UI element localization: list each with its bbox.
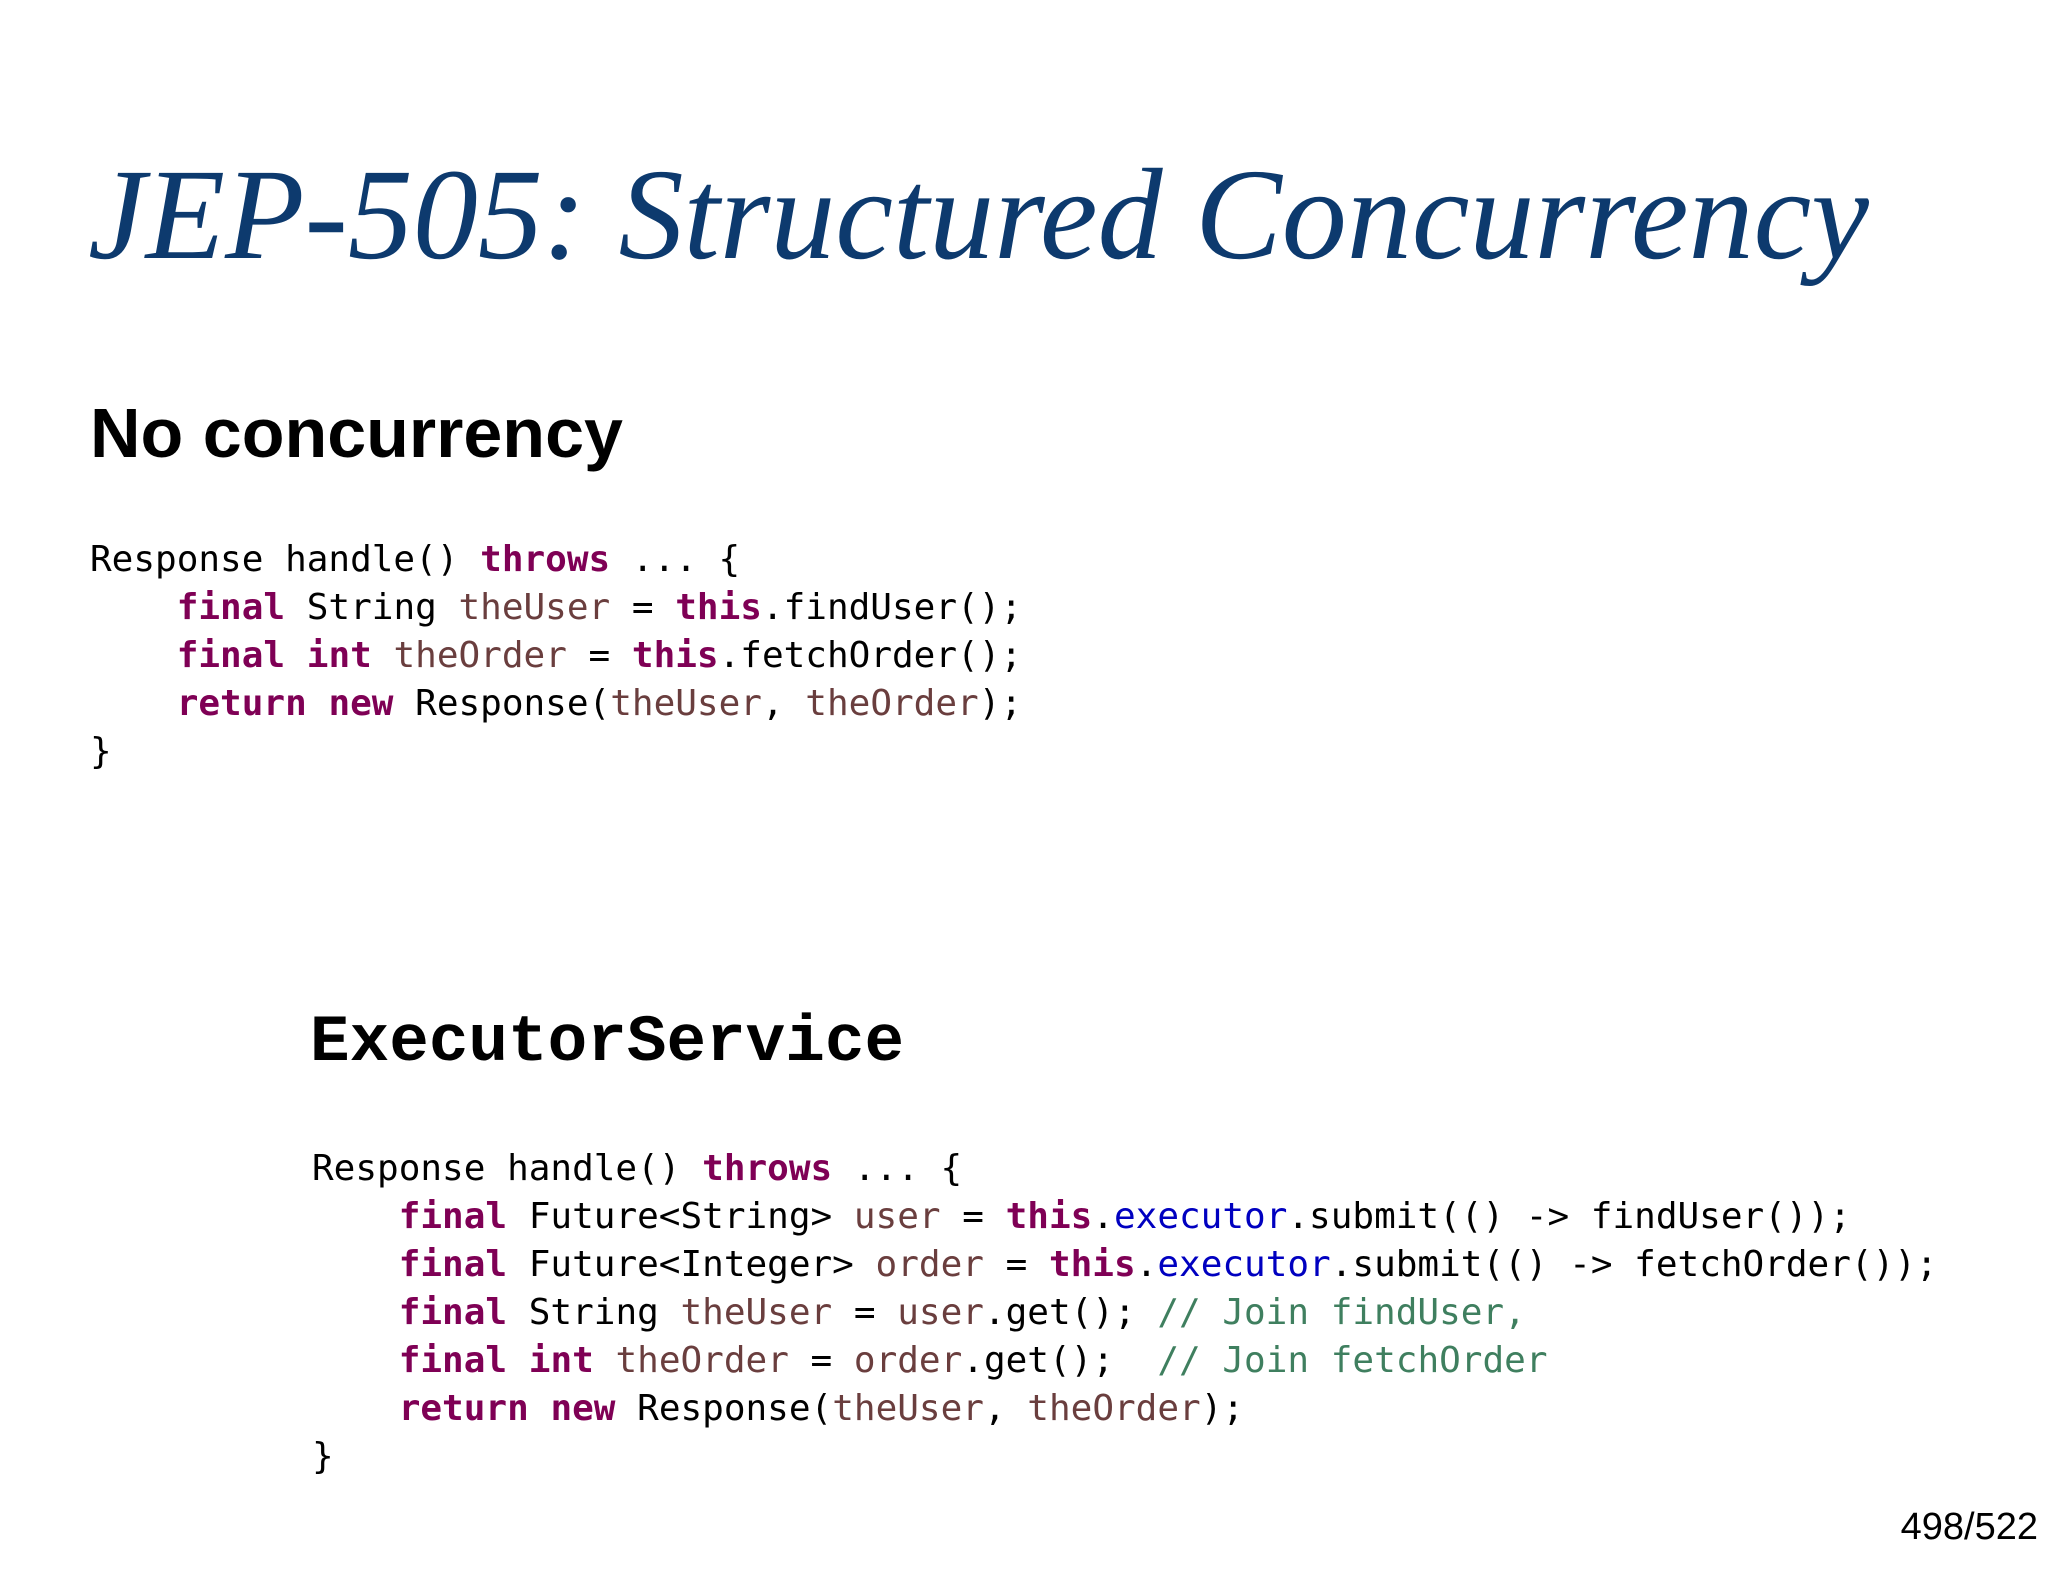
code-token-plain: String	[285, 587, 459, 628]
code-token-keyword: return	[398, 1388, 529, 1429]
code-token-keyword: int	[306, 635, 372, 676]
code-token-keyword: this	[1005, 1196, 1093, 1237]
code-token-variable: order	[875, 1244, 984, 1285]
code-line: Response handle() throws ... {	[312, 1145, 1938, 1193]
code-token-plain: Response(	[393, 683, 611, 724]
code-token-plain	[529, 1388, 551, 1429]
code-token-plain: );	[1200, 1388, 1245, 1429]
code-token-plain	[90, 635, 177, 676]
code-token-plain: .	[1092, 1196, 1114, 1237]
code-token-plain: .get();	[983, 1292, 1158, 1333]
code-token-keyword: return	[176, 683, 307, 724]
code-line: return new Response(theUser, theOrder);	[312, 1385, 1938, 1433]
code-token-plain: Response handle()	[312, 1148, 703, 1189]
code-line: final int theOrder = order.get(); // Joi…	[312, 1337, 1938, 1385]
slide-title: JEP-505: Structured Concurrency	[88, 143, 1869, 287]
code-line: }	[312, 1433, 1938, 1481]
code-token-plain: Response(	[615, 1388, 833, 1429]
page-number: 498/522	[1900, 1506, 2038, 1548]
code-token-plain: =	[788, 1340, 854, 1381]
code-line: final Future<String> user = this.executo…	[312, 1193, 1938, 1241]
code-token-variable: theOrder	[615, 1340, 789, 1381]
code-token-plain: ,	[761, 683, 806, 724]
code-token-plain: Future<Integer>	[507, 1244, 876, 1285]
code-token-keyword: new	[550, 1388, 616, 1429]
code-token-keyword: throws	[480, 539, 611, 580]
code-token-plain: String	[507, 1292, 681, 1333]
code-token-plain: .	[1135, 1244, 1158, 1285]
code-token-keyword: final	[398, 1244, 508, 1285]
code-token-field: executor	[1157, 1244, 1331, 1285]
code-token-plain: ,	[983, 1388, 1028, 1429]
code-token-plain	[307, 683, 329, 724]
code-token-variable: theUser	[680, 1292, 833, 1333]
code-token-plain	[312, 1292, 399, 1333]
section-heading-executor-service: ExecutorService	[310, 1005, 905, 1080]
code-token-comment: // Join fetchOrder	[1157, 1340, 1548, 1381]
code-token-variable: theOrder	[393, 635, 567, 676]
code-token-field: executor	[1113, 1196, 1288, 1237]
code-token-plain: =	[983, 1244, 1049, 1285]
code-token-keyword: final	[398, 1292, 508, 1333]
code-token-keyword: final	[398, 1196, 508, 1237]
code-token-plain: }	[90, 731, 112, 772]
code-line: final String theUser = user.get(); // Jo…	[312, 1289, 1938, 1337]
code-token-plain	[90, 683, 177, 724]
code-token-variable: user	[897, 1292, 984, 1333]
code-block-executor-service: Response handle() throws ... { final Fut…	[312, 1145, 1938, 1481]
code-token-plain	[285, 635, 307, 676]
code-token-plain: .fetchOrder();	[718, 635, 1023, 676]
code-token-plain: .submit(() -> fetchOrder());	[1330, 1244, 1938, 1285]
code-token-plain: );	[978, 683, 1023, 724]
code-token-variable: user	[853, 1196, 941, 1237]
code-token-keyword: int	[528, 1340, 594, 1381]
code-token-variable: theOrder	[1027, 1388, 1201, 1429]
code-token-plain: Response handle()	[90, 539, 481, 580]
code-token-plain: .findUser();	[761, 587, 1023, 628]
code-token-plain: ... {	[832, 1148, 963, 1189]
code-token-variable: theOrder	[805, 683, 979, 724]
code-token-keyword: final	[176, 635, 286, 676]
code-token-variable: order	[853, 1340, 963, 1381]
code-block-no-concurrency: Response handle() throws ... { final Str…	[90, 536, 1022, 776]
code-token-plain	[507, 1340, 529, 1381]
code-token-plain	[312, 1196, 399, 1237]
code-token-comment: // Join findUser,	[1157, 1292, 1526, 1333]
code-token-variable: theUser	[458, 587, 611, 628]
code-token-keyword: throws	[702, 1148, 833, 1189]
code-token-plain: .submit(() -> findUser());	[1287, 1196, 1851, 1237]
code-token-plain: Future<String>	[507, 1196, 854, 1237]
code-token-keyword: this	[631, 635, 719, 676]
code-line: Response handle() throws ... {	[90, 536, 1022, 584]
code-line: final String theUser = this.findUser();	[90, 584, 1022, 632]
code-token-keyword: this	[1048, 1244, 1136, 1285]
code-token-plain	[312, 1388, 399, 1429]
code-line: }	[90, 728, 1022, 776]
code-token-variable: theUser	[832, 1388, 984, 1429]
code-token-plain: =	[610, 587, 676, 628]
code-token-plain	[90, 587, 177, 628]
code-line: final int theOrder = this.fetchOrder();	[90, 632, 1022, 680]
code-token-keyword: this	[675, 587, 762, 628]
code-token-keyword: final	[176, 587, 286, 628]
code-token-plain: =	[940, 1196, 1006, 1237]
code-token-plain: }	[312, 1436, 334, 1477]
code-token-plain	[594, 1340, 616, 1381]
code-token-plain: .get();	[962, 1340, 1158, 1381]
code-token-plain	[372, 635, 394, 676]
code-token-keyword: new	[328, 683, 394, 724]
code-token-plain	[312, 1340, 399, 1381]
code-token-plain: ... {	[610, 539, 741, 580]
code-token-plain: =	[832, 1292, 898, 1333]
section-heading-no-concurrency: No concurrency	[90, 394, 623, 472]
code-token-variable: theUser	[610, 683, 762, 724]
code-line: return new Response(theUser, theOrder);	[90, 680, 1022, 728]
code-token-plain: =	[566, 635, 632, 676]
code-line: final Future<Integer> order = this.execu…	[312, 1241, 1938, 1289]
code-token-plain	[312, 1244, 399, 1285]
code-token-keyword: final	[398, 1340, 508, 1381]
